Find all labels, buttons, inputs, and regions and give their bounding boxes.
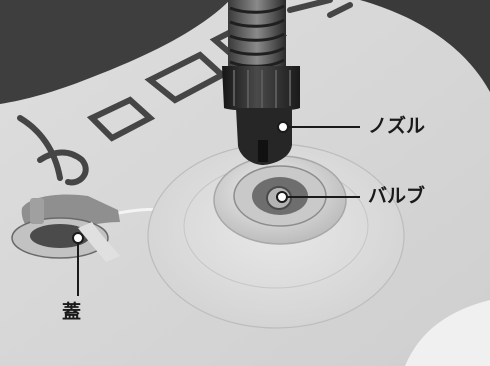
hose-ribs bbox=[229, 4, 285, 68]
nozzle-label: ノズル bbox=[368, 115, 426, 137]
callout-lines bbox=[77, 126, 360, 296]
nozzle-dot bbox=[277, 121, 289, 133]
callout-dots bbox=[72, 121, 289, 244]
nozzle-tip bbox=[236, 108, 292, 165]
nozzle-grip-ridges bbox=[233, 70, 291, 108]
cap-label: 蓋 bbox=[62, 301, 82, 323]
nozzle-tip-notch bbox=[258, 140, 268, 162]
valve-label: バルブ bbox=[368, 185, 426, 207]
valve-dot bbox=[276, 191, 288, 203]
dark-corner bbox=[0, 0, 230, 104]
board-edge-lower-right bbox=[405, 300, 490, 366]
cap-dot bbox=[72, 232, 84, 244]
cap bbox=[11, 194, 121, 262]
dark-top-right bbox=[360, 0, 490, 92]
